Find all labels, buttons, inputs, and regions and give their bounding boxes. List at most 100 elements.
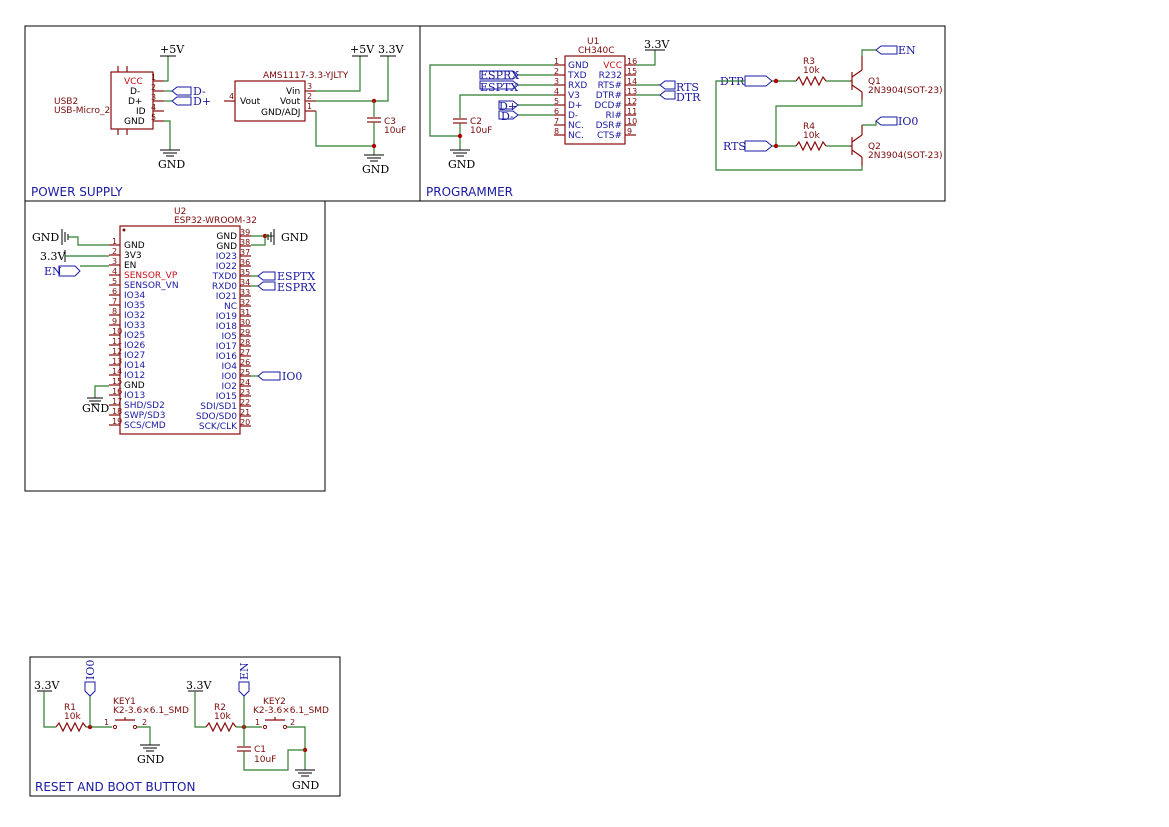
esp-left-pin-num: 6 [112, 287, 117, 296]
reset-33v-a: 3.3V [34, 679, 60, 692]
ch-left-pin-label: D- [568, 111, 578, 121]
svg-text:3: 3 [151, 93, 156, 102]
programmer-title: PROGRAMMER [426, 185, 513, 199]
usb-pin-vcc: VCC [124, 77, 143, 87]
esp-gnd-bottom: GND [82, 397, 109, 415]
esp-left-pin-label: SENSOR_VN [124, 281, 179, 291]
usb-pin-id: ID [136, 107, 146, 117]
esp-left-pin-num: 19 [112, 417, 122, 426]
c1-capacitor: C1 10uF [237, 745, 276, 765]
ch-right-pin-label: DCD# [594, 101, 622, 111]
usb-pin-gnd: GND [124, 117, 145, 127]
svg-text:1: 1 [307, 102, 312, 111]
svg-text:Q2: Q2 [868, 142, 881, 152]
svg-text:RTS: RTS [723, 140, 746, 153]
usb-dp-netlabel: D+ [171, 95, 211, 108]
esp-left-pin-num: 11 [112, 337, 122, 346]
reset-en-netlabel: EN [238, 662, 251, 697]
esp-right-pin-num: 28 [240, 338, 250, 347]
svg-text:R4: R4 [803, 122, 815, 132]
key1-switch: KEY1 K2-3.6×6.1_SMD 1 2 [104, 697, 189, 730]
esp-gnd-left: GND [32, 229, 69, 245]
svg-text:ESPTX: ESPTX [277, 270, 315, 283]
svg-text:5: 5 [151, 113, 156, 122]
ch-left-pin-num: 2 [554, 67, 559, 76]
esp-left-pin-num: 5 [112, 277, 117, 286]
esp-en-netlabel: EN [44, 265, 81, 278]
esp-right-pin-label: IO15 [216, 392, 237, 402]
svg-text:1: 1 [151, 73, 156, 82]
svg-text:2: 2 [290, 718, 295, 727]
usb-vcc-wire [164, 56, 169, 82]
regulator-value: AMS1117-3.3-YJLTY [263, 71, 349, 81]
esp-left-pin-label: 3V3 [124, 251, 142, 261]
ch-right-pin-label: CTS# [597, 131, 622, 141]
svg-text:K2-3.6×6.1_SMD: K2-3.6×6.1_SMD [253, 706, 329, 716]
esp-left-pin-label: IO35 [124, 301, 145, 311]
ch-right-pin-num: 12 [627, 97, 637, 106]
esp-left-pin-num: 13 [112, 357, 122, 366]
esp-esprx-netlabel: ESPRX [257, 281, 316, 294]
svg-text:RTS: RTS [676, 81, 699, 94]
esp-right-pin-label: IO2 [222, 382, 237, 392]
esp-right-pin-num: 22 [240, 398, 250, 407]
svg-text:1: 1 [104, 718, 109, 727]
ch-left-pin-label: V3 [568, 91, 580, 101]
svg-text:GND: GND [448, 158, 475, 171]
q1-transistor: Q1 2N3904(SOT-23) [850, 56, 943, 100]
esp-right-pin-label: GND [216, 242, 237, 252]
esp-left-pin-num: 4 [112, 267, 117, 276]
svg-text:10k: 10k [214, 712, 231, 722]
esp-right-pin-label: IO22 [216, 262, 237, 272]
ch-left-pin-label: RXD [568, 81, 587, 91]
ch-dtr-netlabel: DTR [659, 90, 701, 104]
rts-input-netlabel: RTS [723, 140, 773, 153]
esp-left-pin-num: 15 [112, 377, 122, 386]
reset-gnd-a: GND [137, 744, 164, 766]
esp-right-pin-label: SCK/CLK [199, 422, 238, 432]
svg-text:3: 3 [307, 82, 312, 91]
svg-text:Vout: Vout [240, 97, 261, 107]
svg-text:4: 4 [151, 103, 156, 112]
esp-right-pin-label: IO16 [216, 352, 237, 362]
ch-right-pin-label: DTR# [596, 91, 622, 101]
ch-left-pin-label: NC. [568, 131, 584, 141]
svg-text:K2-3.6×6.1_SMD: K2-3.6×6.1_SMD [113, 706, 189, 716]
ch-left-pin-num: 3 [554, 77, 559, 86]
esp-right-pin-num: 29 [240, 328, 250, 337]
esp-right-pin-label: SDI/SD1 [200, 402, 237, 412]
esp-left-pin-num: 10 [112, 327, 122, 336]
ch-right-pin-num: 11 [627, 107, 637, 116]
esp-left-pin-num: 18 [112, 407, 122, 416]
esp-left-pin-label: IO34 [124, 291, 145, 301]
svg-text:R1: R1 [64, 703, 76, 713]
esp-left-pin-num: 3 [112, 257, 117, 266]
esp-33v-left: 3.3V [40, 250, 66, 263]
esp-left-pin-num: 2 [112, 247, 117, 256]
r4-resistor: R4 10k [795, 122, 827, 152]
esp32-body [119, 225, 241, 435]
ams1117-regulator: AMS1117-3.3-YJLTY Vout Vin Vout GND/ADJ … [224, 71, 349, 122]
ch-right-pin-num: 16 [627, 57, 637, 66]
esp-left-pin-label: SWP/SD3 [124, 411, 165, 421]
svg-text:R2: R2 [214, 703, 226, 713]
esp-right-pin-num: 38 [240, 238, 250, 247]
r3-resistor: R3 10k [795, 57, 827, 87]
ch-right-pin-num: 13 [627, 87, 637, 96]
esp-right-pin-label: IO0 [222, 372, 238, 382]
svg-text:D+: D+ [193, 95, 211, 108]
esp-right-pin-num: 33 [240, 288, 250, 297]
esp-left-pin-num: 17 [112, 397, 122, 406]
svg-text:10uF: 10uF [254, 755, 276, 765]
svg-text:DTR: DTR [676, 91, 701, 104]
reset-title: RESET AND BOOT BUTTON [35, 780, 195, 794]
esp-left-pin-label: GND [124, 381, 145, 391]
ch-right-pin-num: 14 [627, 77, 637, 86]
esp-left-pin-num: 9 [112, 317, 117, 326]
svg-text:10k: 10k [64, 712, 81, 722]
esp-right-pin-label: IO4 [222, 362, 238, 372]
